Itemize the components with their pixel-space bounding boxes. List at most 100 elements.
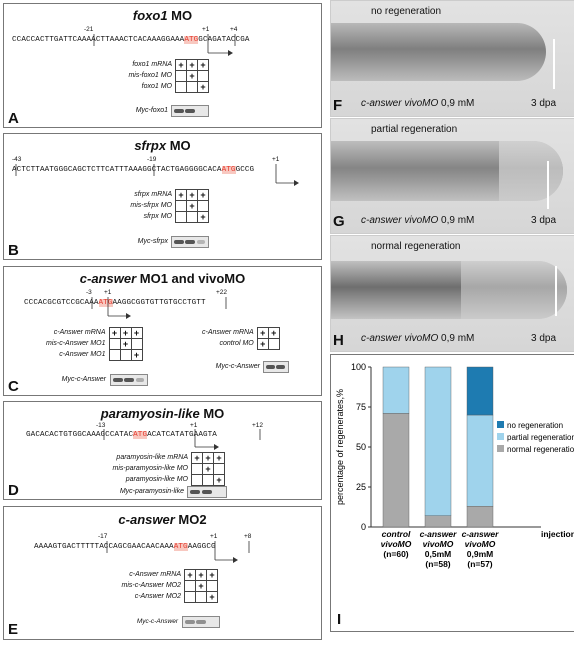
panel-d-title-suffix: MO: [199, 406, 225, 421]
bar-segment: [466, 505, 494, 528]
blot-label-d: Myc-paramyosin-like: [119, 488, 184, 495]
tick-d-plus12: +12: [252, 422, 264, 429]
blot-label-c2: Myc-c-Answer: [215, 363, 260, 370]
legend-swatch: [497, 421, 504, 428]
seq-b-pre: ACTCTTAATGGGCAGCTCTTCATTTAAAGGCTACTGAGGG…: [12, 166, 222, 174]
treatment-cell: +: [175, 59, 187, 71]
photo-h-treatment-name: c-answer vivoMO: [361, 333, 439, 344]
treatment-cell: +: [175, 189, 187, 201]
bar-segment: [466, 366, 494, 416]
row-label: mis-sfrpx MO: [130, 202, 172, 209]
treatment-cell: [197, 200, 209, 212]
x-tick-label: vivoMO: [465, 539, 496, 549]
bar-segment: [382, 413, 410, 528]
panel-letter-e: E: [8, 621, 19, 638]
treatment-table-b: sfrpx mRNA+++mis-sfrpx MO+sfrpx MO+: [130, 189, 209, 223]
seq-d-pre: GACACACTGTGGCAAAGCCATAC: [26, 431, 134, 439]
x-tick-label: control: [382, 529, 411, 539]
treatment-cell: +: [119, 327, 132, 339]
blot-label-a: Myc-foxo1: [135, 107, 168, 114]
treatment-cell: [108, 338, 121, 350]
photo-f-treatment: c-answer vivoMO 0,9 mM: [361, 98, 474, 109]
photo-f-top-label: no regeneration: [371, 6, 442, 17]
treatment-cell: [186, 81, 198, 93]
treatment-cell: +: [213, 452, 225, 464]
table-row: foxo1 MO+: [128, 81, 209, 93]
treatment-cell: +: [195, 569, 207, 581]
photo-h-top-label: normal regeneration: [371, 241, 461, 252]
table-row: sfrpx MO+: [130, 211, 209, 223]
y-tick-label: 75: [356, 402, 366, 412]
photo-g-dpa: 3 dpa: [531, 215, 557, 226]
photo-g-top-label: partial regeneration: [371, 124, 458, 135]
photo-f-treatment-name: c-answer vivoMO: [361, 98, 439, 109]
panel-letter-i: I: [337, 611, 342, 628]
panel-a-title-gene: foxo1: [132, 8, 168, 23]
arrow-b: [15, 164, 299, 186]
tick-c-plus22: +22: [216, 289, 228, 296]
treatment-cell: [184, 580, 196, 592]
row-label: sfrpx mRNA: [134, 191, 172, 198]
seq-a-post: GCAGATACCGA: [198, 36, 250, 44]
x-tick-label: c-answer: [420, 529, 458, 539]
treatment-cell: [175, 200, 187, 212]
legend-label: partial regeneration: [507, 433, 574, 442]
x-tick-label: vivoMO: [423, 539, 454, 549]
row-label: c-Answer mRNA: [53, 329, 106, 336]
photo-f-dose: 0,9 mM: [438, 98, 475, 109]
treatment-cell: [191, 463, 203, 475]
photo-panel-g: partial regeneration c-answer vivoMO 0,9…: [330, 118, 574, 234]
seq-c-atg: ATG: [98, 299, 113, 307]
table-row: c-Answer mRNA+++: [121, 569, 218, 581]
row-label: control MO: [219, 340, 254, 347]
treatment-cell: +: [197, 189, 209, 201]
blot-label-c1: Myc-c-Answer: [61, 376, 106, 383]
panel-letter-b: B: [8, 242, 19, 259]
table-row: paramyosin-like MO+: [113, 474, 225, 486]
treatment-cell: +: [184, 569, 196, 581]
treatment-cell: +: [186, 70, 198, 82]
panel-d: paramyosin-like MO -13 +1 +12 GACACACTGT…: [3, 401, 322, 500]
tick-e-minus17: -17: [98, 533, 108, 540]
panel-b-title-suffix: MO: [166, 138, 191, 153]
treatment-cell: +: [197, 211, 209, 223]
photo-f-dpa: 3 dpa: [531, 98, 557, 109]
sequence-c: CCCACGCGTCCGCAAAATGAAGGCGGTGTTGTGCCTGTT: [24, 299, 206, 307]
legend-swatch: [497, 445, 504, 452]
photo-h-dose: 0,9 mM: [438, 333, 475, 344]
treatment-table-c1: c-Answer mRNA+++mis-c-Answer MO1+c-Answe…: [46, 327, 143, 361]
x-tick-label: 0,9mM: [467, 549, 493, 559]
table-row: mis-paramyosin-like MO +: [112, 463, 225, 475]
panel-c-title: c-answer MO1 and vivoMO: [4, 271, 321, 286]
panel-d-title-gene: paramyosin-like: [100, 406, 200, 421]
row-label: mis-paramyosin-like MO: [112, 465, 188, 472]
row-label: paramyosin-like MO: [125, 476, 188, 483]
seq-e-atg: ATG: [173, 543, 188, 551]
treatment-cell: [197, 70, 209, 82]
treatment-cell: [175, 211, 187, 223]
y-tick-label: 50: [356, 442, 366, 452]
panel-a: foxo1 MO -21 +1 +4 CCACCACTTGATTCAAAACTT…: [3, 3, 322, 128]
table-row: mis-foxo1 MO+: [128, 70, 209, 82]
legend-label: no regeneration: [507, 421, 563, 430]
tick-a-left: -21: [84, 26, 94, 33]
treatment-cell: [108, 349, 121, 361]
y-tick-label: 0: [361, 522, 366, 532]
row-label: c-Answer MO1: [59, 351, 106, 358]
panel-letter-a: A: [8, 110, 19, 127]
treatment-cell: +: [119, 338, 132, 350]
treatment-cell: [267, 338, 280, 350]
y-axis-label: percentage of regenerates,%: [335, 389, 345, 505]
panel-b-title-gene: sfrpx: [134, 138, 167, 153]
treatment-cell: +: [202, 463, 214, 475]
row-label: c-Answer mRNA: [129, 571, 181, 578]
x-tick-label: c-answer: [462, 529, 500, 539]
tick-e-plus1: +1: [210, 533, 218, 540]
seq-b-post: GCCG: [235, 166, 255, 174]
panel-e-title-suffix: MO2: [174, 512, 207, 527]
row-label: foxo1 MO: [141, 83, 172, 90]
panel-e-title-gene: c-answer: [118, 512, 175, 527]
tick-c-minus3: -3: [86, 289, 92, 296]
photo-h-dpa: 3 dpa: [531, 333, 557, 344]
